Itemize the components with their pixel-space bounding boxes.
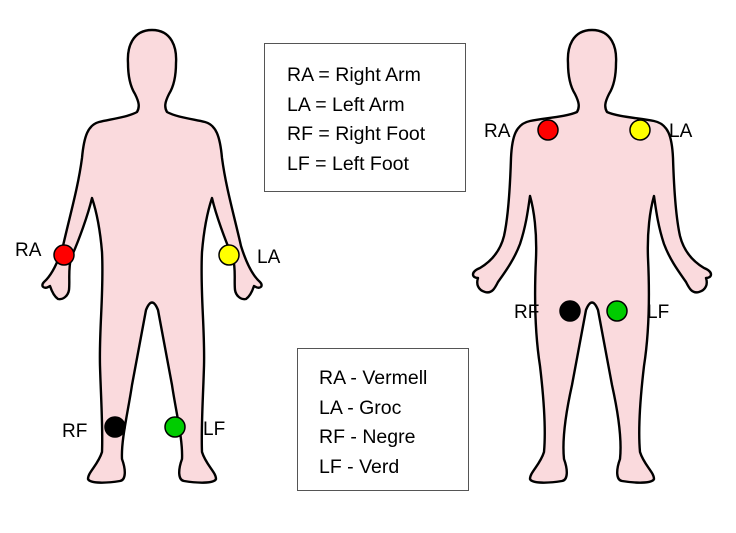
human-body-outline-right bbox=[471, 28, 713, 484]
electrode-ra-left bbox=[53, 244, 75, 266]
label-la-left: LA bbox=[257, 247, 281, 268]
legend-color-lf: LF - Verd bbox=[319, 455, 400, 478]
legend-electrode-colors: RA - Vermell LA - Groc RF - Negre LF - V… bbox=[297, 348, 469, 491]
electrode-lf-right bbox=[606, 300, 628, 322]
electrode-la-right bbox=[629, 119, 651, 141]
human-body-outline-left bbox=[41, 28, 263, 484]
label-la-right: LA bbox=[669, 121, 693, 142]
legend-electrode-names: RA = Right Arm LA = Left Arm RF = Right … bbox=[264, 43, 466, 192]
legend-line-rf: RF = Right Foot bbox=[287, 123, 426, 145]
legend-line-ra: RA = Right Arm bbox=[287, 64, 421, 86]
label-rf-left: RF bbox=[62, 421, 87, 442]
electrode-rf-left bbox=[104, 416, 126, 438]
legend-color-ra: RA - Vermell bbox=[319, 367, 428, 389]
electrode-rf-right bbox=[559, 300, 581, 322]
label-lf-right: LF bbox=[647, 302, 669, 323]
figure-right: RA LA RF LF bbox=[471, 28, 713, 484]
label-lf-left: LF bbox=[203, 419, 225, 440]
label-ra-right: RA bbox=[484, 121, 511, 142]
legend-color-la: LA - Groc bbox=[319, 396, 402, 419]
electrode-ra-right bbox=[537, 119, 559, 141]
legend-line-la: LA = Left Arm bbox=[287, 93, 405, 116]
electrode-lf-left bbox=[164, 416, 186, 438]
label-rf-right: RF bbox=[514, 302, 539, 323]
electrode-la-left bbox=[218, 244, 240, 266]
figure-left: RA LA RF LF bbox=[15, 28, 281, 484]
legend-color-rf: RF - Negre bbox=[319, 426, 416, 448]
label-ra-left: RA bbox=[15, 240, 42, 261]
legend-line-lf: LF = Left Foot bbox=[287, 152, 409, 175]
